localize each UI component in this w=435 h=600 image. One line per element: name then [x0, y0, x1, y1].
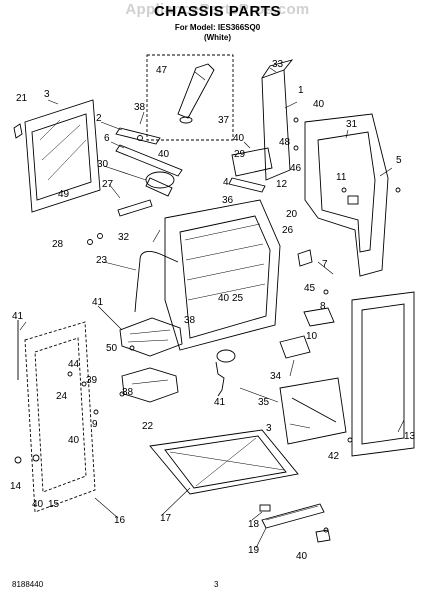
callout-37: 37: [218, 115, 230, 126]
callout-36: 20: [286, 209, 298, 220]
lower-panel-22: [279, 377, 347, 445]
callout-3: 3: [44, 89, 50, 100]
callout-45: 8: [320, 301, 326, 312]
callout-40: 42: [328, 451, 340, 462]
callout-3: 13: [404, 431, 416, 442]
bracket-28: [297, 249, 313, 267]
callout-31: 31: [346, 119, 358, 130]
watermark-text: AppliancePartsPros.com: [125, 1, 310, 18]
callout-23: 40: [218, 293, 230, 304]
callout-21: 21: [16, 93, 28, 104]
callout-17: 18: [248, 519, 260, 530]
callout-10: 41: [12, 311, 24, 322]
wire-harness: [139, 251, 179, 263]
color-line: (White): [203, 33, 232, 42]
callout-50: 44: [68, 359, 80, 370]
door-clip: [13, 123, 23, 139]
callout-40: 15: [48, 499, 60, 510]
callout-34: 35: [258, 397, 270, 408]
side-panel-15: [24, 321, 96, 513]
callout-7: 23: [96, 255, 108, 266]
bracket-4: [117, 199, 153, 217]
callout-47: 47: [156, 65, 168, 76]
door-window: [31, 113, 92, 201]
callout-38: 38: [134, 102, 146, 113]
callout-27: 36: [222, 195, 234, 206]
callout-41: 38: [184, 315, 196, 326]
callout-40: 25: [232, 293, 244, 304]
igniter-bracket: [231, 147, 273, 177]
callout-44: 39: [86, 375, 98, 386]
callout-22: 3: [266, 423, 272, 434]
callout-41: 38: [122, 387, 134, 398]
side-panel-33: [261, 69, 291, 181]
sensor-35: [216, 349, 236, 363]
leveling-leg: [315, 529, 331, 543]
callout-40: 5: [396, 155, 402, 166]
callout-18: 19: [248, 545, 260, 556]
hinge-screw: [179, 116, 193, 124]
callout-2: 2: [96, 113, 102, 124]
callout-28: 26: [282, 225, 294, 236]
callout-46: 46: [290, 163, 302, 174]
callout-40: 40: [158, 149, 170, 160]
callout-26: 7: [322, 259, 328, 270]
callout-9: 22: [142, 421, 154, 432]
bracket-25: [303, 307, 335, 327]
bake-element: [119, 317, 183, 357]
thermostat: [145, 171, 175, 189]
storage-drawer: [149, 429, 299, 495]
callout-42: 14: [10, 481, 22, 492]
callout-20: 49: [58, 189, 70, 200]
callout-40: 40: [313, 99, 325, 110]
callout-19: 40: [296, 551, 308, 562]
callout-25: 45: [304, 283, 316, 294]
callout-32: 28: [52, 239, 64, 250]
outer-door-glass: [351, 291, 415, 457]
bracket-24: [279, 335, 311, 359]
vent-tube: [115, 144, 183, 177]
callout-8: 41: [92, 297, 104, 308]
hinge-detail-box: [146, 54, 234, 141]
leader-lines: [19, 67, 405, 549]
callout-38: 10: [306, 331, 318, 342]
callout-33: 33: [272, 59, 284, 70]
callout-13: 40: [68, 435, 80, 446]
callout-30: 12: [276, 179, 288, 190]
callout-41: 50: [106, 343, 118, 354]
callout-6: 6: [104, 133, 110, 144]
callout-48: 48: [279, 137, 291, 148]
diagram-title: CHASSIS PARTS: [153, 3, 282, 20]
door-inner-frame: [24, 99, 101, 213]
callout-12: 11: [336, 172, 347, 183]
callout-4: 27: [102, 179, 114, 190]
model-line: For Model: IES366SQ0: [174, 23, 261, 32]
callout-16: 17: [160, 513, 172, 524]
drawer-rail: [261, 503, 325, 529]
callout-38: 9: [92, 419, 98, 430]
callout-29: 29: [234, 149, 246, 160]
oven-cavity: [164, 199, 281, 351]
hinge-bracket: [177, 63, 215, 119]
page-number: 3: [214, 580, 219, 589]
callout-5: 30: [97, 159, 109, 170]
document-number: 8188440: [12, 580, 44, 589]
callout-35: 41: [214, 397, 226, 408]
clip-17: [259, 504, 271, 512]
callout-49: 32: [118, 232, 130, 243]
callout-15: 16: [114, 515, 126, 526]
callout-11: 4: [223, 177, 229, 188]
callout-1: 1: [298, 85, 304, 96]
callout-14: 40: [32, 499, 44, 510]
callout-24: 34: [270, 371, 282, 382]
rear-panel: [304, 113, 389, 277]
callout-40: 40: [233, 133, 245, 144]
callout-39: 24: [56, 391, 68, 402]
vent-bracket: [115, 127, 161, 145]
